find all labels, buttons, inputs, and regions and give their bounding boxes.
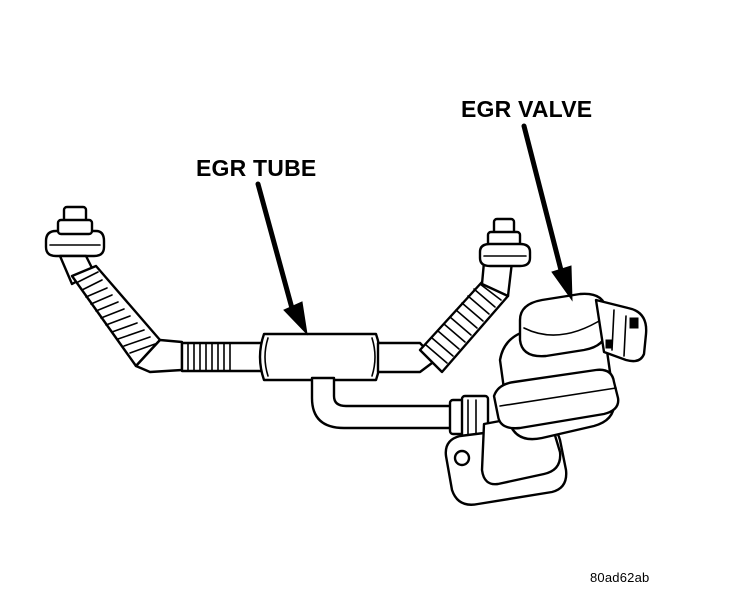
- left-flex-section: [70, 264, 162, 368]
- valve-collar: [492, 368, 620, 430]
- egr-tube-label: EGR TUBE: [196, 155, 317, 181]
- egr-tube-body: [258, 332, 382, 382]
- tube-to-valve-pipe: [310, 376, 454, 430]
- egr-valve-label: EGR VALVE: [461, 96, 593, 122]
- flange-bolt-hole: [453, 449, 471, 467]
- right-flex-section: [418, 280, 510, 374]
- valve-electrical-connector: [594, 298, 648, 363]
- figure-code: 80ad62ab: [590, 570, 650, 585]
- egr-valve-leader-arrow: [521, 123, 573, 302]
- left-straight-pipe: [180, 341, 264, 373]
- right-tube-fitting: [478, 217, 532, 268]
- valve-pipe-nut: [448, 394, 490, 440]
- left-tube-fitting: [44, 205, 106, 258]
- egr-tube-leader-arrow: [255, 181, 308, 336]
